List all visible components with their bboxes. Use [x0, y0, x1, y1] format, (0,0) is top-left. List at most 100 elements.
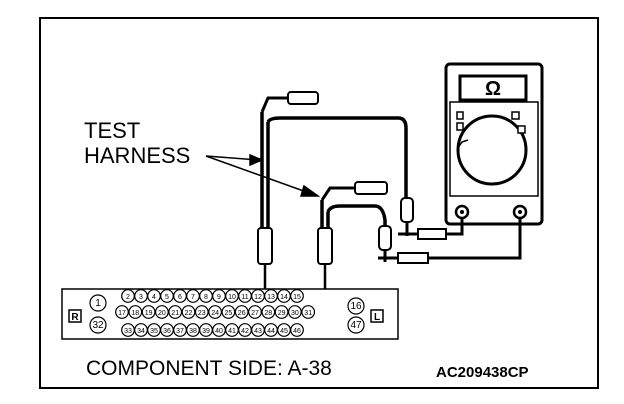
connector-pin-label: 26	[238, 310, 246, 317]
connector-pin-label: 46	[293, 328, 301, 335]
connector-pin-label: 2	[126, 294, 130, 301]
connector-pin-label: 35	[150, 328, 158, 335]
connector-pin: 19	[141, 305, 156, 319]
connector-pin: 46	[290, 323, 304, 337]
connector-pin-label: 25	[225, 310, 233, 317]
connector-pin-label: 44	[267, 328, 275, 335]
connector-pin-label: 1	[95, 298, 101, 309]
connector-pin: 8	[199, 289, 213, 303]
connector-pin-label: 29	[278, 310, 286, 317]
connector-pin-label: 12	[254, 294, 262, 301]
connector-pin: 39	[199, 323, 213, 337]
meter-probe-lower	[378, 252, 429, 264]
connector-pin-label: 13	[267, 294, 275, 301]
connector-pin-label: 9	[217, 294, 221, 301]
harness-plug-upper	[260, 91, 414, 236]
connector-pin: 27	[248, 305, 262, 319]
connector-pin-label: 38	[189, 328, 197, 335]
connector-pin-label: 14	[280, 294, 288, 301]
ohm-symbol: Ω	[485, 78, 501, 100]
meter-leads	[428, 218, 522, 260]
connector-pin-label: 22	[185, 310, 193, 317]
connector-pin: 47	[347, 316, 365, 334]
label-test: TEST	[84, 118, 140, 143]
connector-pin-label: 3	[139, 294, 143, 301]
connector-pin-label: 39	[202, 328, 210, 335]
figure-code: AC209438CP	[436, 364, 529, 381]
connector-pin-label: 41	[228, 328, 236, 335]
connector-pin-label: 19	[145, 310, 153, 317]
connector-side-r: R	[71, 312, 79, 323]
connector-pin: 1	[89, 294, 107, 312]
meter-dial	[456, 114, 528, 186]
connector-pin-label: 5	[165, 294, 169, 301]
connector-pin: 36	[160, 323, 174, 337]
connector-pin: 35	[147, 323, 161, 337]
connector-pin: 2	[121, 289, 135, 303]
connector-pin-label: 30	[291, 310, 299, 317]
connector-pin-label: 34	[137, 328, 145, 335]
connector-pin-label: 8	[204, 294, 208, 301]
connector-pin: 4	[147, 289, 161, 303]
connector-pin-label: 21	[171, 310, 179, 317]
connector-pin-label: 40	[215, 328, 223, 335]
connector-pin-label: 17	[118, 310, 126, 317]
connector-pin: 45	[277, 323, 291, 337]
connector-pin: 9	[212, 289, 226, 303]
connector-pin-label: 31	[304, 310, 312, 317]
connector-pin: 40	[212, 323, 226, 337]
connector-pin: 44	[264, 323, 278, 337]
connector-pin: 12	[251, 289, 265, 303]
connector-pin: 26	[234, 305, 249, 319]
label-harness: HARNESS	[84, 143, 190, 168]
harness-plug-lower	[320, 181, 392, 262]
connector-pin: 23	[194, 305, 209, 319]
connector-pin: 38	[186, 323, 200, 337]
connector-pin-label: 7	[191, 294, 195, 301]
connector-pin: 41	[225, 323, 239, 337]
connector-pin: 25	[221, 305, 236, 319]
connector-pin: 11	[238, 289, 252, 303]
harness-wires	[260, 112, 408, 228]
connector-pin-label: 42	[241, 328, 249, 335]
connector-pin: 6	[173, 289, 187, 303]
connector-pin-label: 32	[92, 320, 104, 331]
connector-pin-label: 37	[176, 328, 184, 335]
connector-pin-label: 47	[350, 320, 362, 331]
connector-pin: 31	[301, 305, 316, 319]
caption: COMPONENT SIDE: A-38	[86, 357, 332, 380]
leader-arrows	[205, 153, 321, 197]
meter-display	[458, 74, 528, 102]
test-probe-left	[257, 227, 273, 294]
connector-pin: 10	[225, 289, 239, 303]
meter-probe-upper	[398, 228, 447, 240]
connector-pin-label: 24	[211, 310, 219, 317]
connector-pin: 33	[121, 323, 135, 337]
connector-pin-label: 16	[350, 301, 362, 312]
connector-pin-label: 10	[228, 294, 236, 301]
connector-pin: 22	[181, 305, 196, 319]
connector-pin: 18	[128, 305, 143, 319]
connector-pin-label: 28	[264, 310, 272, 317]
connector-pin-label: 33	[124, 328, 132, 335]
connector-pin: 17	[115, 305, 129, 319]
connector-pin-label: 23	[198, 310, 206, 317]
connector-pin: 24	[208, 305, 223, 319]
connector-pin: 13	[264, 289, 278, 303]
connector-pin: 30	[288, 305, 302, 319]
connector-pin: 3	[134, 289, 148, 303]
connector-pin-label: 4	[152, 294, 156, 301]
connector-pin: 28	[261, 305, 276, 319]
connector-pin: 5	[160, 289, 174, 303]
connector-pin: 29	[274, 305, 289, 319]
test-probe-right	[317, 227, 333, 294]
multimeter: Ω	[444, 62, 544, 226]
connector-pin: 37	[173, 323, 187, 337]
connector-pin-label: 11	[241, 294, 248, 301]
connector-pin: 34	[134, 323, 148, 337]
connector-pin-label: 43	[254, 328, 262, 335]
connector-pin-label: 18	[131, 310, 139, 317]
connector-pin: 14	[277, 289, 291, 303]
connector-pin-label: 15	[293, 294, 301, 301]
